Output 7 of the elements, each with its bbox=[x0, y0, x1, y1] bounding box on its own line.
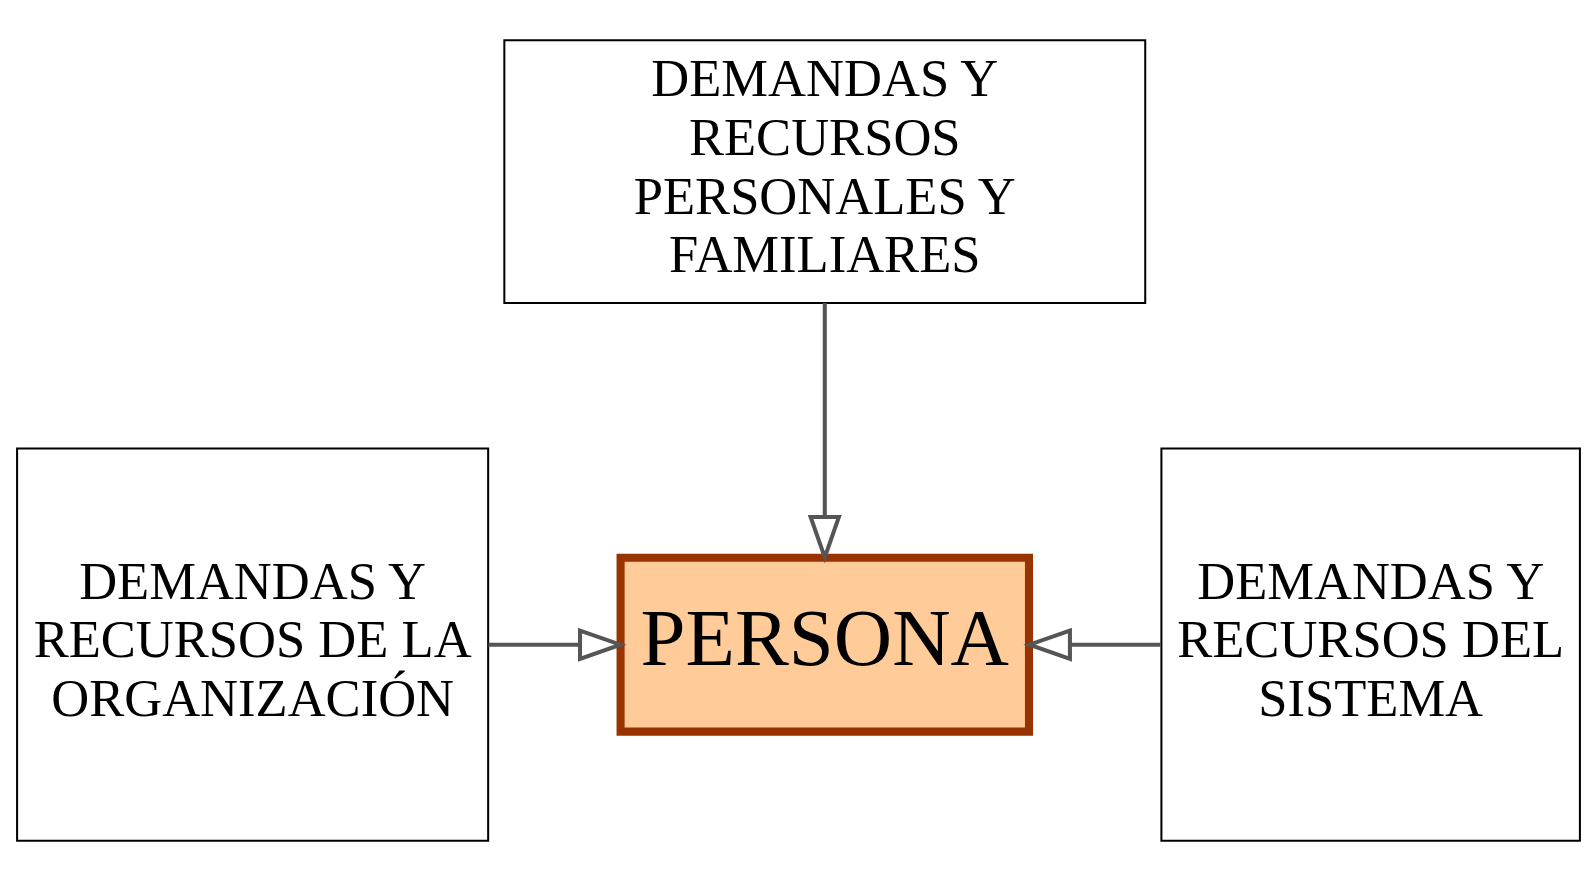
node-box: PERSONA bbox=[616, 553, 1033, 736]
node-box: DEMANDAS Y RECURSOS DE LA ORGANIZACIÓN bbox=[15, 447, 489, 842]
node-box: DEMANDAS Y RECURSOS PERSONALES Y FAMILIARES bbox=[502, 39, 1146, 305]
node-box: DEMANDAS Y RECURSOS DEL SISTEMA bbox=[1159, 447, 1581, 842]
arrow bbox=[487, 627, 627, 662]
arrow bbox=[807, 303, 842, 564]
arrow bbox=[1022, 627, 1161, 662]
